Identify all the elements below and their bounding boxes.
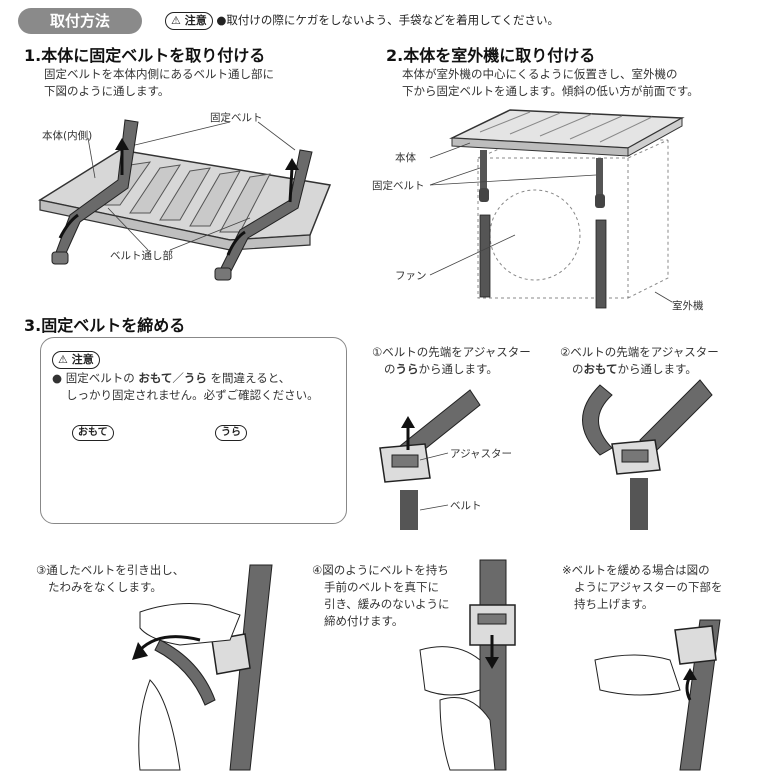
step2-line2-post: から通します。 bbox=[617, 362, 697, 376]
label-belt: ベルト bbox=[450, 500, 482, 512]
label-adjuster: アジャスター bbox=[450, 448, 513, 460]
header-caution-note: ⚠ 注意 ●取付けの際にケガをしないよう、手袋などを着用してください。 bbox=[165, 12, 559, 30]
step2-line1: ②ベルトの先端をアジャスター bbox=[560, 345, 719, 359]
step4-text: ④図のようにベルトを持ち 手前のベルトを真下に 引き、緩みのないように 締め付け… bbox=[312, 562, 449, 630]
label-body-inner: 本体(内側) bbox=[42, 130, 93, 142]
step4-line2: 手前のベルトを真下に bbox=[324, 580, 439, 594]
section2-title: 2.本体を室外機に取り付ける bbox=[386, 46, 596, 65]
loosen-illustration bbox=[594, 619, 721, 771]
loosen-note-text: ※ベルトを緩める場合は図の ようにアジャスターの下部を 持ち上げます。 bbox=[562, 562, 722, 613]
outdoor-unit-illustration bbox=[429, 109, 685, 309]
label-front-tag: おもて bbox=[72, 420, 114, 441]
label-fixed-belt-2: 固定ベルト bbox=[372, 180, 425, 192]
label-belt-loop: ベルト通し部 bbox=[110, 250, 173, 262]
front-back-warning: ● 固定ベルトの おもて／うら を間違えると、 しっかり固定されません。必ずご確… bbox=[52, 370, 319, 404]
warn-line2: しっかり固定されません。必ずご確認ください。 bbox=[66, 388, 319, 402]
note-line1: ※ベルトを緩める場合は図の bbox=[562, 563, 710, 577]
step2-line2-bold: おもて bbox=[583, 362, 618, 376]
warn-back: うら bbox=[183, 371, 207, 385]
step3-illustration bbox=[132, 564, 273, 771]
step4-illustration bbox=[419, 559, 516, 771]
caution-badge: ⚠ 注意 bbox=[165, 12, 213, 30]
section2-desc-line1: 本体が室外機の中心にくるように仮置きし、室外機の bbox=[402, 67, 678, 81]
step4-line3: 引き、緩みのないように bbox=[324, 597, 450, 611]
step1-text: ①ベルトの先端をアジャスター のうらから通します。 bbox=[372, 344, 531, 378]
section1-desc-line2: 下図のように通します。 bbox=[44, 84, 170, 98]
label-fan: ファン bbox=[395, 270, 427, 282]
step2-illustration bbox=[582, 379, 713, 530]
note-line2: ようにアジャスターの下部を bbox=[574, 580, 723, 594]
warn-slash: ／ bbox=[172, 371, 184, 385]
step4-line4: 締め付けます。 bbox=[324, 614, 404, 628]
panel-caution-badge: ⚠ 注意 bbox=[52, 348, 100, 369]
label-body: 本体 bbox=[395, 152, 416, 164]
label-outdoor-unit: 室外機 bbox=[672, 300, 704, 312]
tray-illustration bbox=[38, 119, 332, 281]
warn-post: を間違えると、 bbox=[206, 371, 291, 385]
section-header-title: 取付方法 bbox=[18, 8, 142, 34]
step2-text: ②ベルトの先端をアジャスター のおもてから通します。 bbox=[560, 344, 719, 378]
step3-line2: たわみをなくします。 bbox=[48, 580, 162, 594]
step1-line2-post: から通します。 bbox=[418, 362, 498, 376]
section1-description: 固定ベルトを本体内側にあるベルト通し部に 下図のように通します。 bbox=[44, 66, 274, 100]
step3-line1: ③通したベルトを引き出し、 bbox=[36, 563, 185, 577]
section1-desc-line1: 固定ベルトを本体内側にあるベルト通し部に bbox=[44, 67, 274, 81]
section1-title: 1.本体に固定ベルトを取り付ける bbox=[24, 46, 266, 65]
label-fixed-belt-1: 固定ベルト bbox=[210, 112, 263, 124]
step3-text: ③通したベルトを引き出し、 たわみをなくします。 bbox=[36, 562, 184, 596]
caution-badge-2: ⚠ 注意 bbox=[52, 351, 100, 369]
warn-pre: ● 固定ベルトの bbox=[52, 371, 139, 385]
section2-description: 本体が室外機の中心にくるように仮置きし、室外機の 下から固定ベルトを通します。傾… bbox=[402, 66, 699, 100]
section3-title: 3.固定ベルトを締める bbox=[24, 316, 186, 335]
step1-line2-pre: の bbox=[384, 362, 396, 376]
step2-line2-pre: の bbox=[572, 362, 584, 376]
front-tag: おもて bbox=[72, 425, 114, 441]
note-line3: 持ち上げます。 bbox=[574, 597, 654, 611]
step4-line1: ④図のようにベルトを持ち bbox=[312, 563, 449, 577]
back-tag: うら bbox=[215, 425, 247, 441]
caution-text: ●取付けの際にケガをしないよう、手袋などを着用してください。 bbox=[216, 13, 559, 27]
step1-line1: ①ベルトの先端をアジャスター bbox=[372, 345, 531, 359]
step1-line2-bold: うら bbox=[395, 362, 419, 376]
label-back-tag: うら bbox=[215, 420, 247, 441]
section2-desc-line2: 下から固定ベルトを通します。傾斜の低い方が前面です。 bbox=[402, 84, 699, 98]
step1-illustration bbox=[379, 389, 481, 530]
warn-front: おもて bbox=[138, 371, 173, 385]
